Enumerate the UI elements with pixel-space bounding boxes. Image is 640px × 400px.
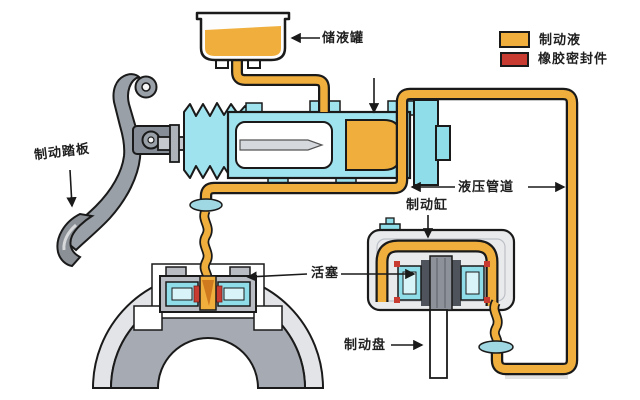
disc-brake-caliper	[366, 217, 516, 379]
caliper-flex-hose	[478, 299, 514, 354]
brake-disc-label: 制动盘	[344, 337, 387, 352]
hose-fitting-caliper	[478, 340, 514, 354]
legend-label-brake-fluid: 制动液	[539, 32, 582, 47]
brake-pedal-assembly	[56, 73, 174, 268]
fluid-reservoir	[195, 11, 291, 69]
legend-swatch-rubber-seal	[500, 52, 529, 67]
reservoir-fluid	[205, 26, 281, 56]
annotation-arrows	[66, 32, 566, 351]
master-cylinder-fluid-chamber	[345, 119, 401, 171]
piston-label: 活塞	[311, 265, 340, 280]
brake-pad-right	[452, 260, 461, 306]
brake-disc-below	[429, 309, 448, 379]
hydraulic-line-label: 液压管道	[458, 179, 515, 194]
reservoir-label: 储液罐	[322, 30, 365, 45]
brake-cylinder-label: 制动缸	[406, 197, 449, 212]
master-cylinder	[226, 99, 451, 187]
arrow-to-pedal	[66, 169, 77, 208]
brake-disc-in-caliper	[429, 255, 453, 311]
brake-pad-left	[421, 260, 430, 306]
legend-label-rubber-seal: 橡胶密封件	[538, 51, 609, 66]
legend-swatch-brake-fluid	[499, 31, 530, 48]
hose-fitting-drum	[189, 198, 223, 212]
hydraulic-pipes	[199, 58, 579, 379]
pedal-foot-pad	[56, 212, 95, 268]
drum-flex-hose	[189, 198, 223, 282]
arrow-to-piston-left	[246, 271, 308, 282]
